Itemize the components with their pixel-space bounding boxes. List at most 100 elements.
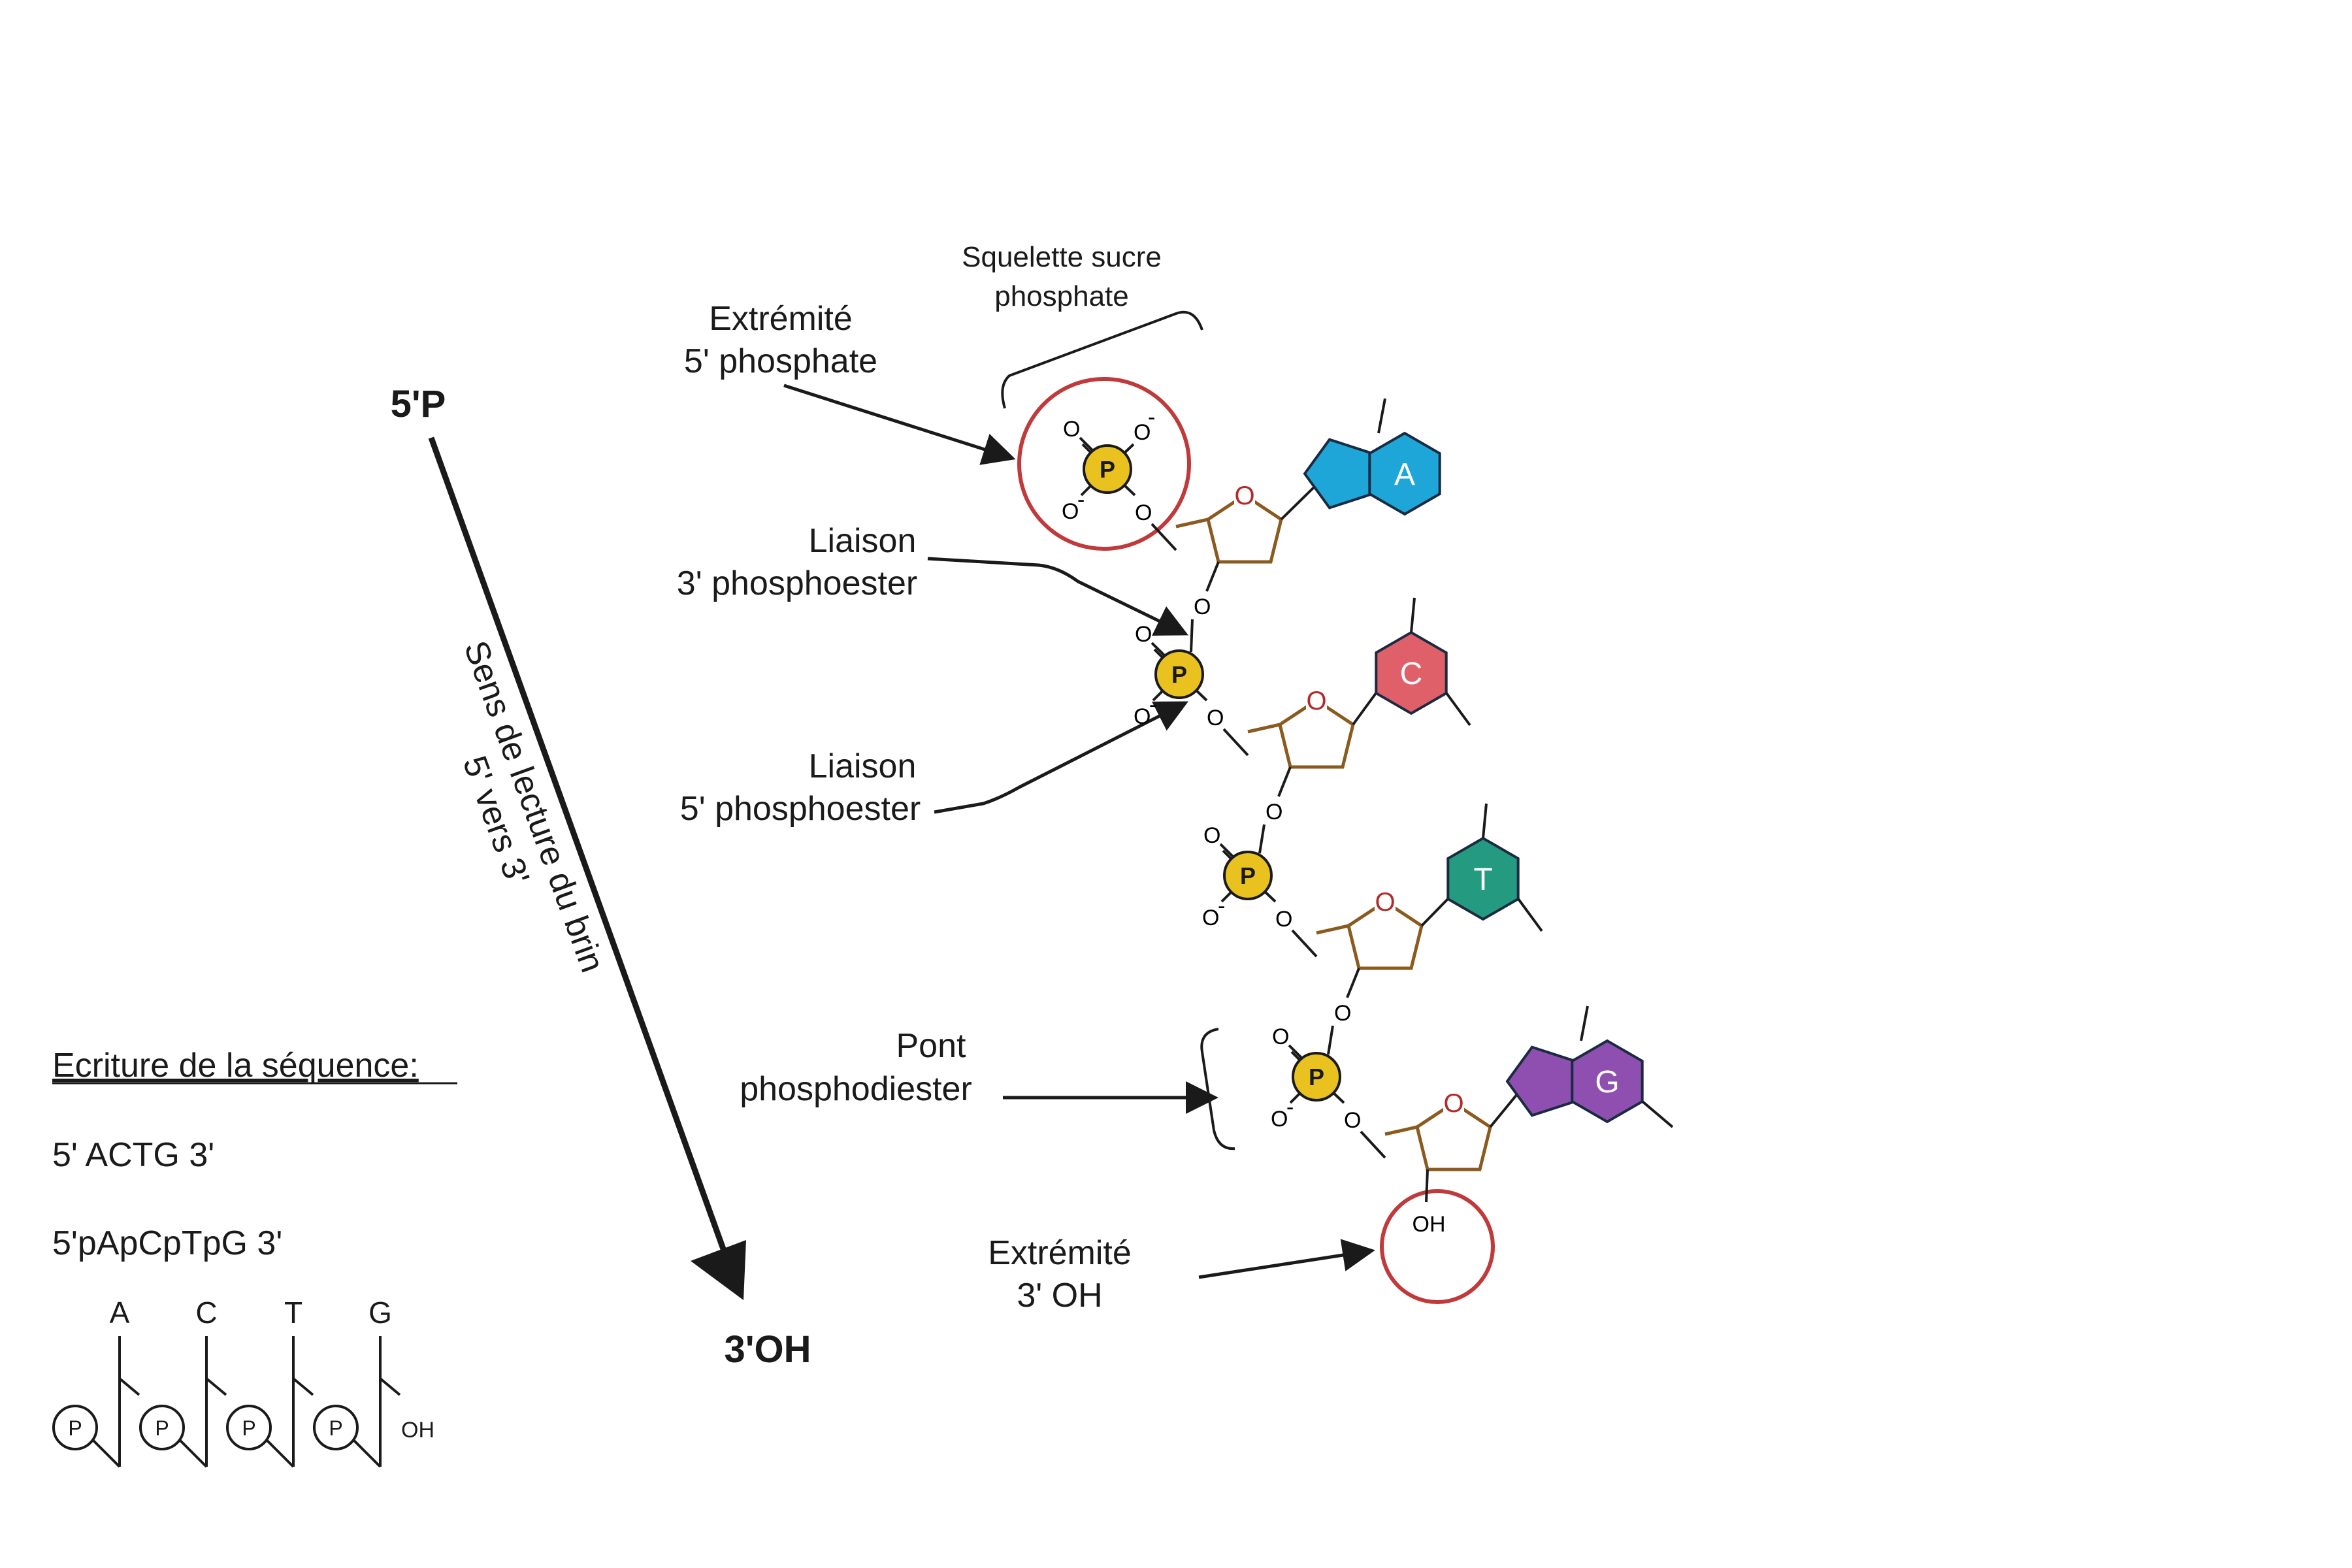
sequence-long: 5'pApCpTpG 3' [52, 1224, 282, 1262]
phosphorus-label: P [1309, 1064, 1324, 1090]
oxygen-ester-label: O [1275, 907, 1292, 932]
oxygen-double-label: O [1272, 1024, 1289, 1049]
start-5p-label: 5'P [391, 383, 446, 425]
mini-letter-G: G [368, 1296, 392, 1330]
svg-text:Liaison: Liaison [809, 747, 917, 785]
mini-phosphate-label: P [155, 1416, 169, 1440]
end5-arrow [783, 384, 1016, 465]
mini-phosphate [226, 1405, 272, 1450]
oxygen-bridge-label: O [1194, 595, 1211, 619]
mini-letter-C: C [195, 1296, 217, 1330]
mini-phosphate-label: P [68, 1416, 82, 1440]
svg-text:Squelette sucre: Squelette sucre [962, 241, 1162, 273]
bridge-label: Pont phosphodiester [740, 1027, 1235, 1151]
end3-label: Extrémité 3' OH [988, 1234, 1375, 1315]
phosphorus-atom [1083, 444, 1132, 494]
mini-oh-label: OH [401, 1418, 434, 1443]
base-G-pentagon [1505, 1045, 1574, 1117]
svg-text:3' phosphoester: 3' phosphoester [677, 564, 917, 602]
base-C-hexagon [1375, 630, 1448, 715]
mini-nucleotide-T: TP [226, 1296, 314, 1468]
charge-label: - [1218, 894, 1225, 919]
charge-label: - [1077, 487, 1085, 512]
oxygen-top-label: O [1134, 420, 1151, 445]
ring-oxygen-label: O [1443, 1089, 1463, 1118]
oxygen-bridge-label: O [1334, 1001, 1351, 1026]
bridge-bracket [1200, 1028, 1235, 1151]
phosphorus-atom [1154, 649, 1204, 699]
ring-oxygen-label: O [1375, 888, 1395, 917]
oxygen-ester-label: O [1344, 1108, 1361, 1133]
base-A-pentagon [1303, 438, 1371, 510]
charge-top-label: - [1148, 405, 1155, 430]
bond3-arrow [927, 557, 1188, 636]
direction-label: Sens de lecture du brin 5' vers 3' [455, 636, 612, 977]
mini-letter-A: A [110, 1296, 130, 1330]
base-A-hexagon [1368, 431, 1441, 516]
base-T-hexagon [1446, 836, 1520, 921]
finish-3oh-label: 3'OH [724, 1328, 811, 1371]
backbone-label: Squelette sucre phosphate [962, 241, 1203, 409]
mini-letter-T: T [284, 1296, 302, 1330]
charge-label: - [1149, 693, 1156, 717]
mini-phosphate [52, 1405, 98, 1450]
phosphorus-atom [1292, 1052, 1341, 1102]
bond5-arrow [934, 701, 1188, 814]
svg-text:Liaison: Liaison [809, 522, 917, 560]
mini-nucleotide-G: GP [313, 1296, 401, 1468]
ring-oxygen-label: O [1234, 482, 1254, 510]
svg-text:Extrémité: Extrémité [709, 300, 853, 338]
oxygen-ester-label: O [1207, 706, 1224, 730]
base-G-hexagon [1571, 1039, 1644, 1124]
bond5-label: Liaison 5' phosphoester [680, 701, 1188, 828]
svg-text:Pont: Pont [896, 1027, 967, 1065]
svg-text:Extrémité: Extrémité [988, 1234, 1132, 1272]
mini-phosphate-label: P [242, 1416, 255, 1440]
base-T-letter: T [1473, 862, 1492, 897]
oxygen-minus-label: O [1134, 704, 1151, 729]
oxygen-bridge-label: O [1266, 800, 1282, 825]
end5-highlight-circle [1017, 377, 1191, 551]
base-C-letter: C [1400, 657, 1423, 691]
bond3-label: Liaison 3' phosphoester [677, 522, 1188, 636]
mini-phosphate [139, 1405, 185, 1450]
svg-text:3' OH: 3' OH [1017, 1277, 1102, 1315]
base-A-letter: A [1394, 457, 1415, 492]
direction-arrow [428, 436, 728, 1256]
ring-oxygen-label: O [1306, 687, 1326, 715]
direction-arrowhead [691, 1240, 746, 1300]
mini-phosphate-label: P [329, 1416, 342, 1440]
oxygen-ester-label: O [1135, 500, 1152, 525]
mini-phosphate [313, 1405, 359, 1450]
oxygen-double-label: O [1203, 823, 1220, 848]
svg-text:phosphate: phosphate [994, 280, 1129, 312]
mini-nucleotide-A: AP [52, 1296, 140, 1468]
svg-text:5' phosphoester: 5' phosphoester [680, 790, 921, 828]
svg-text:5' phosphate: 5' phosphate [684, 342, 877, 380]
hydroxyl-3-label: OH [1413, 1212, 1446, 1237]
sequence-title: Ecriture de la séquence: [52, 1047, 419, 1085]
phosphorus-label: P [1100, 456, 1115, 483]
oxygen-minus-label: O [1271, 1107, 1288, 1132]
svg-text:phosphodiester: phosphodiester [740, 1070, 972, 1108]
phosphorus-label: P [1240, 862, 1256, 889]
backbone-bracket [1001, 310, 1203, 409]
oxygen-minus-label: O [1062, 499, 1079, 524]
oxygen-double-label: O [1135, 622, 1152, 647]
sequence-short: 5' ACTG 3' [52, 1136, 214, 1174]
base-G-letter: G [1595, 1065, 1619, 1100]
phosphorus-atom [1223, 851, 1273, 900]
mini-nucleotide-C: CP [139, 1296, 227, 1468]
phosphorus-label: P [1171, 661, 1187, 688]
oxygen-double-label: O [1063, 417, 1080, 442]
charge-label: - [1286, 1095, 1294, 1120]
end3-arrow [1198, 1239, 1375, 1279]
oxygen-minus-label: O [1202, 906, 1219, 930]
